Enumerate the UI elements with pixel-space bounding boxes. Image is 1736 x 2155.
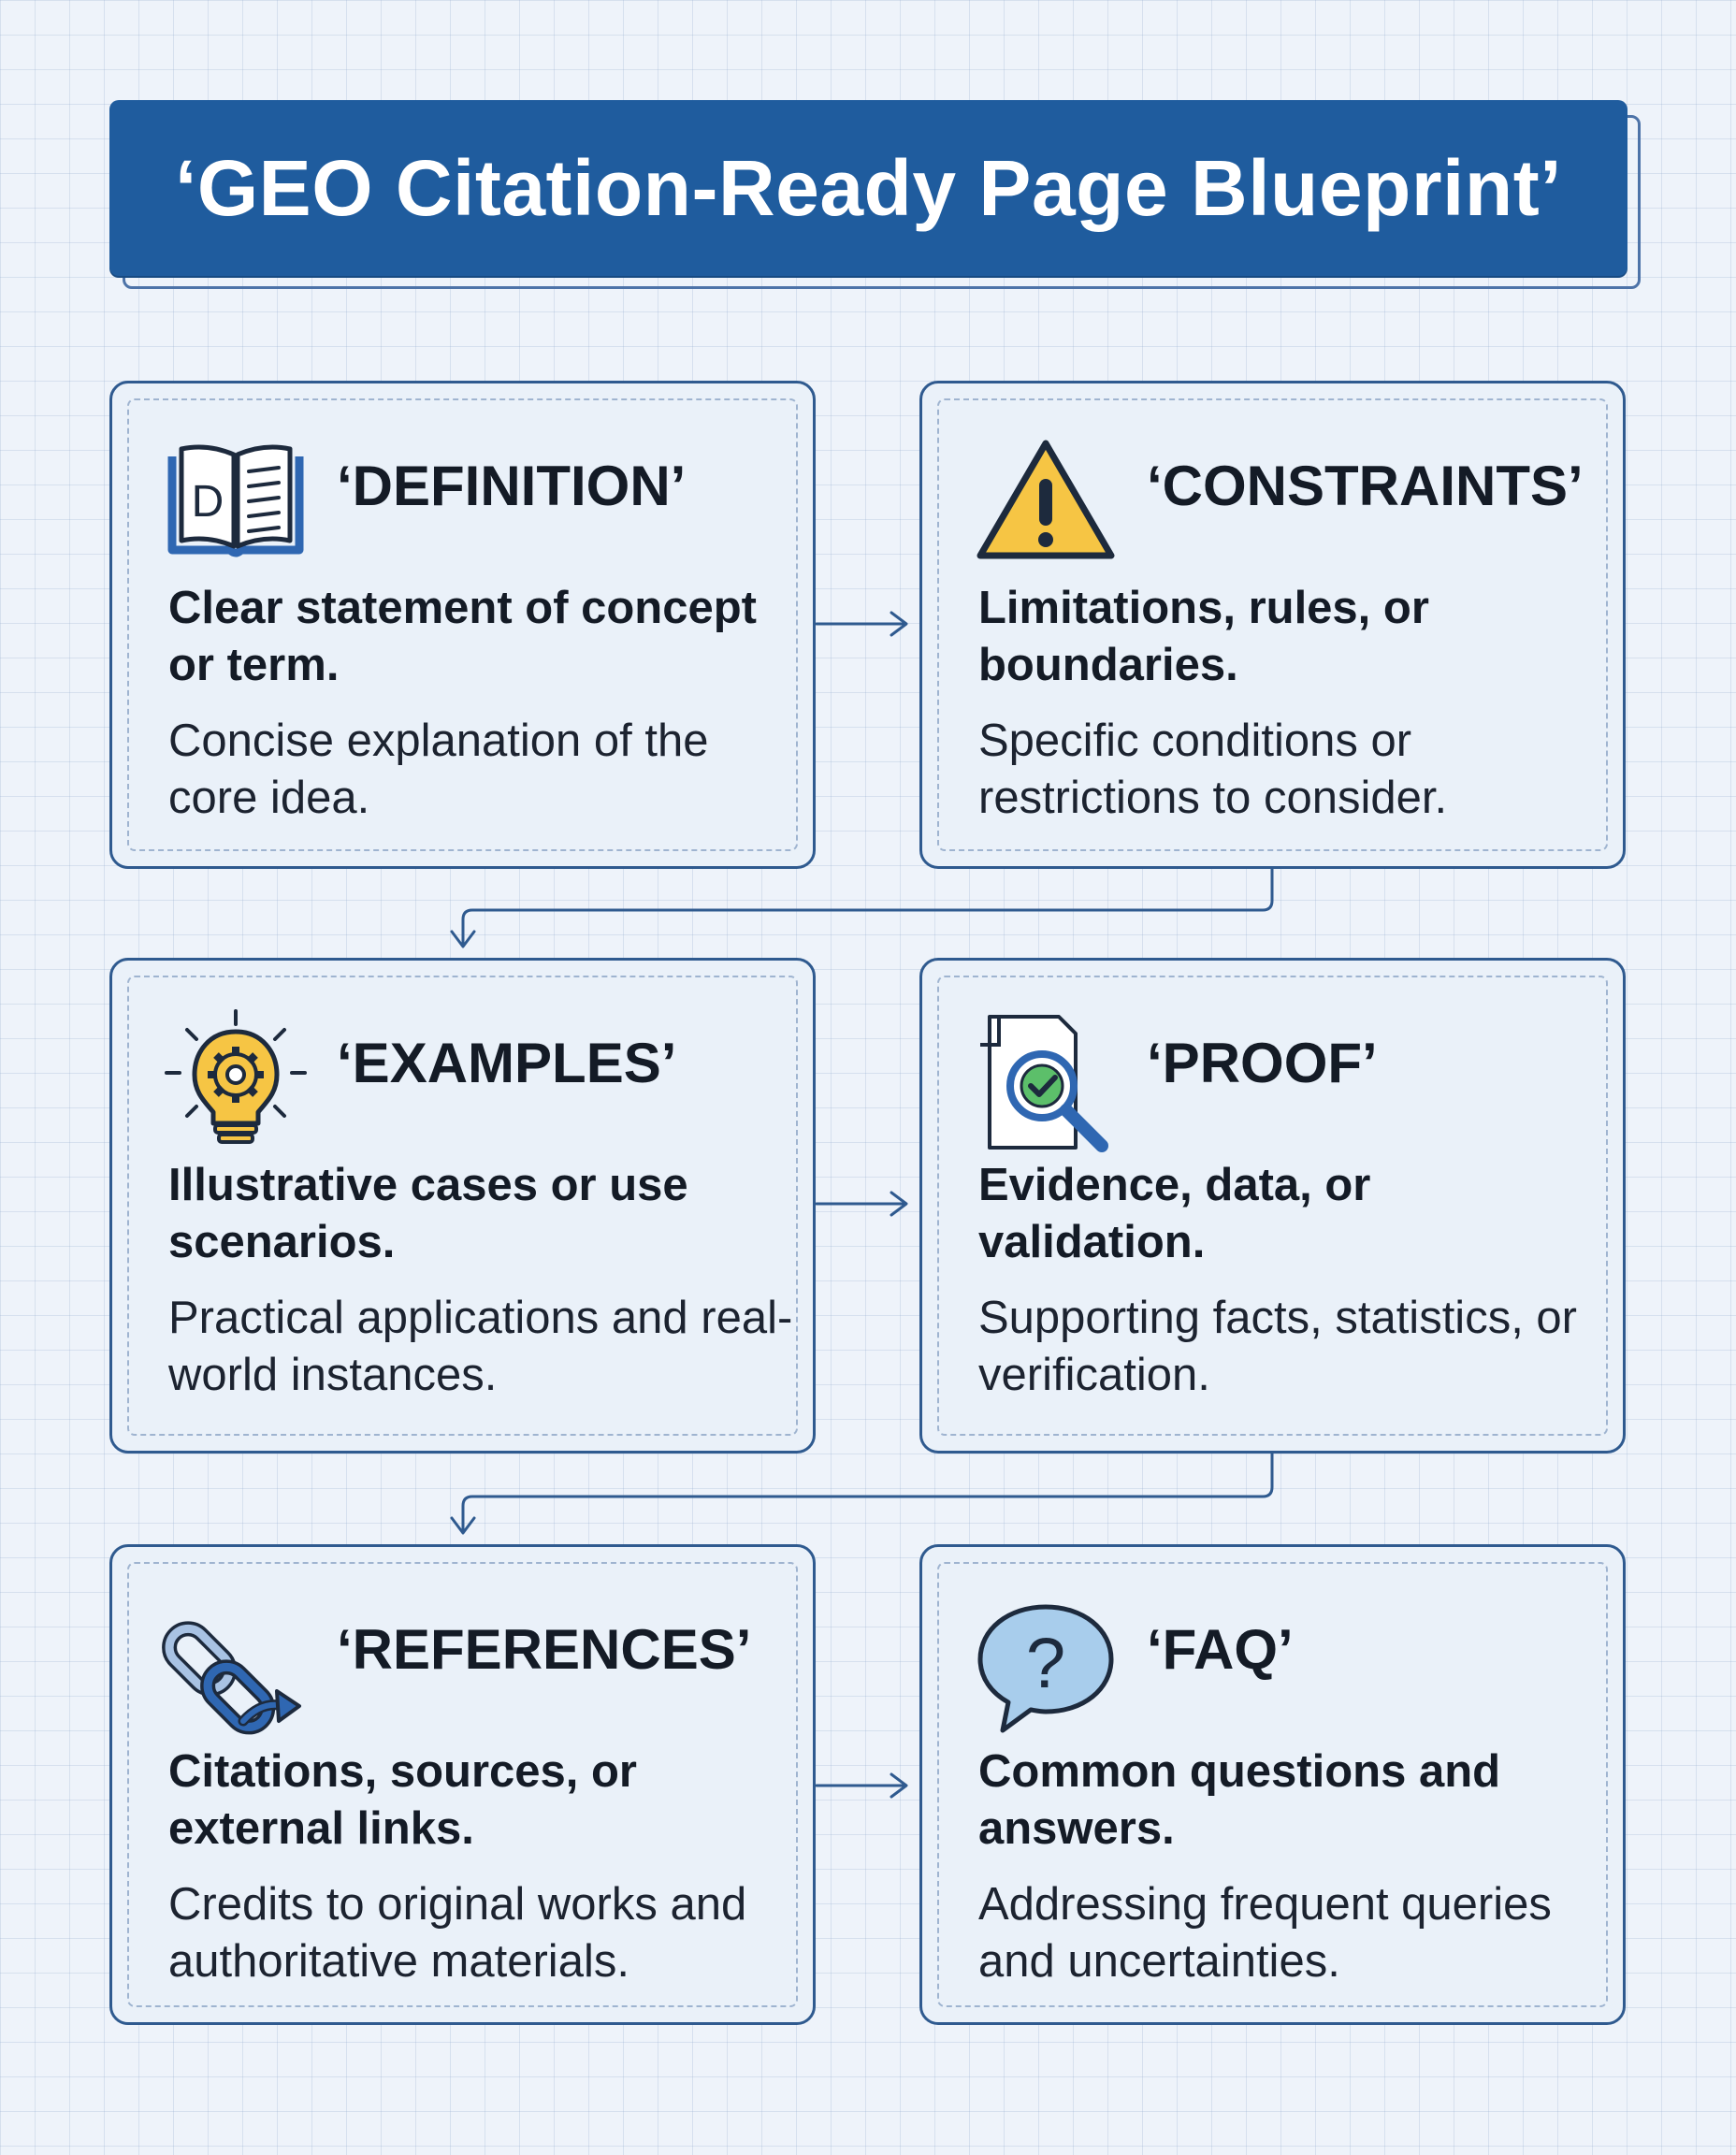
arrow-definition-to-constraints (815, 611, 908, 637)
card-summary: Illustrative cases or use scenarios. (168, 1160, 688, 1267)
card-description: Concise explanation of the core idea. (168, 716, 709, 823)
card-title: ‘FAQ’ (1147, 1618, 1294, 1681)
connector-constraints-to-examples (450, 866, 1274, 948)
title-banner: ‘GEO Citation-Ready Page Blueprint’ (109, 100, 1628, 276)
card-dashed-border (937, 398, 1608, 851)
document-magnifier-check-icon (980, 1015, 1108, 1152)
constraints-card: ‘CONSTRAINTS’ Limitations, rules, or bou… (919, 381, 1626, 869)
connector-proof-to-references (450, 1451, 1274, 1535)
faq-card: ? ‘FAQ’ Common questions and answers. Ad… (919, 1544, 1626, 2025)
card-dashed-border (127, 976, 798, 1436)
card-title: ‘REFERENCES’ (337, 1618, 752, 1681)
examples-card: ‘EXAMPLES’ Illustrative cases or use sce… (109, 958, 816, 1454)
card-description: Addressing frequent queries and uncertai… (978, 1879, 1552, 1987)
definition-card: D ‘DEFINITION’ Clear statement of concep… (109, 381, 816, 869)
arrow-examples-to-proof (815, 1191, 908, 1217)
card-summary: Evidence, data, or validation. (978, 1160, 1371, 1267)
warning-icon (976, 440, 1115, 559)
lightbulb-gear-icon (165, 1009, 307, 1144)
question-bubble-icon: ? (977, 1604, 1114, 1733)
card-dashed-border (937, 976, 1608, 1436)
card-dashed-border (127, 1562, 798, 2007)
card-title: ‘EXAMPLES’ (337, 1032, 677, 1094)
card-summary: Common questions and answers. (978, 1746, 1501, 1854)
proof-card: ‘PROOF’ Evidence, data, or validation. S… (919, 958, 1626, 1454)
arrow-references-to-faq (815, 1772, 908, 1799)
svg-text:?: ? (1026, 1624, 1065, 1703)
page-title: ‘GEO Citation-Ready Page Blueprint’ (174, 143, 1563, 232)
card-description: Supporting facts, statistics, or verific… (978, 1293, 1577, 1400)
card-description: Specific conditions or restrictions to c… (978, 716, 1448, 823)
card-summary: Limitations, rules, or boundaries. (978, 583, 1429, 690)
open-book-icon: D (167, 444, 304, 557)
svg-text:D: D (192, 477, 224, 527)
card-summary: Clear statement of concept or term. (168, 583, 757, 690)
card-dashed-border (937, 1562, 1608, 2007)
chain-link-icon (162, 1621, 301, 1735)
card-dashed-border (127, 398, 798, 851)
card-description: Credits to original works and authoritat… (168, 1879, 747, 1987)
card-summary: Citations, sources, or external links. (168, 1746, 638, 1854)
card-description: Practical applications and real-world in… (168, 1293, 793, 1400)
references-card: ‘REFERENCES’ Citations, sources, or exte… (109, 1544, 816, 2025)
card-title: ‘DEFINITION’ (337, 455, 687, 517)
card-title: ‘CONSTRAINTS’ (1147, 455, 1584, 517)
card-title: ‘PROOF’ (1147, 1032, 1378, 1094)
